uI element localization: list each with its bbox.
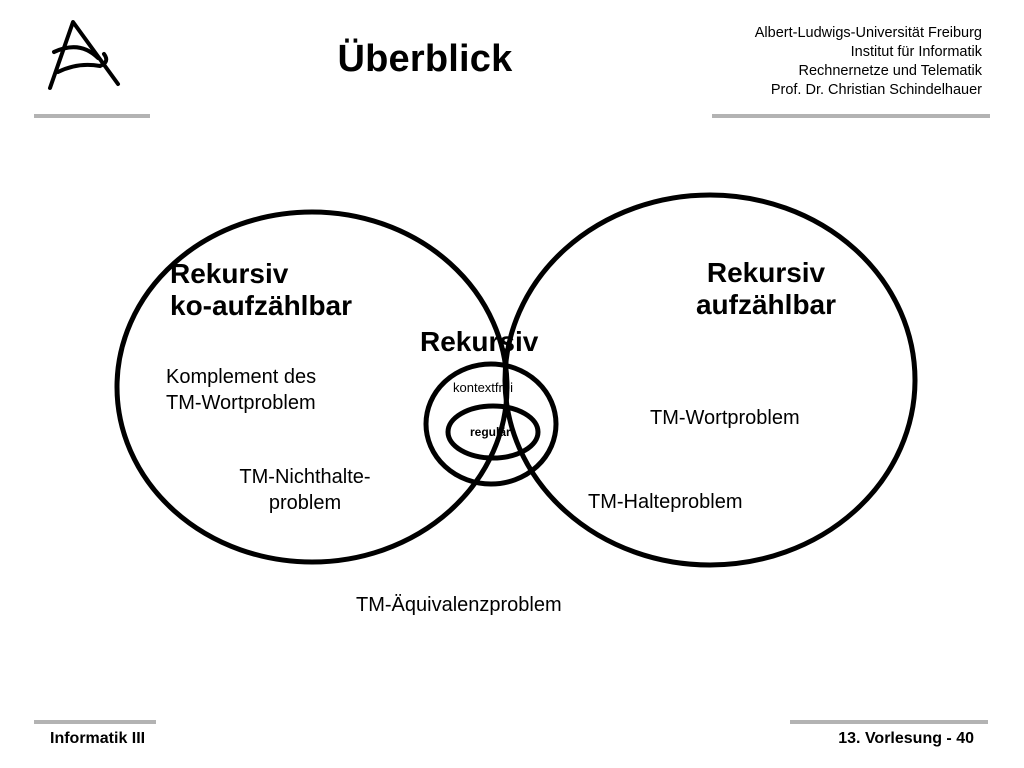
word-problem-label: TM-Wortproblem	[650, 407, 800, 429]
university-logo-icon	[48, 20, 120, 90]
left-set-title: Rekursiv ko-aufzählbar	[170, 258, 353, 321]
slide-number: 13. Vorlesung - 40	[838, 730, 974, 747]
right-set-ellipse	[502, 192, 918, 568]
footer-rule-right	[790, 720, 988, 724]
context-free-label: kontextfrei	[453, 380, 513, 395]
intersection-title: Rekursiv	[420, 326, 539, 357]
institution-line: Albert-Ludwigs-Universität Freiburg	[754, 25, 982, 41]
institution-line: Prof. Dr. Christian Schindelhauer	[770, 82, 982, 98]
right-set-title: Rekursiv aufzählbar	[695, 257, 837, 320]
institution-line: Institut für Informatik	[850, 44, 982, 60]
institution-info: Albert-Ludwigs-Universität Freiburg Inst…	[755, 24, 982, 100]
non-halting-problem-label: TM-Nichthalte- problem	[239, 466, 371, 514]
header-rule-left	[34, 114, 150, 118]
equivalence-problem-label: TM-Äquivalenzproblem	[356, 594, 562, 616]
regular-ellipse	[445, 403, 541, 461]
institution-line: Rechnernetze und Telematik	[798, 63, 982, 79]
regular-label: regulär	[470, 425, 511, 439]
page-title: Überblick	[337, 38, 513, 80]
halting-problem-label: TM-Halteproblem	[588, 491, 743, 513]
context-free-ellipse	[423, 361, 559, 487]
course-name: Informatik III	[50, 730, 146, 747]
complement-word-problem-label: Komplement des TM-Wortproblem	[166, 366, 317, 414]
footer-rule-left	[34, 720, 156, 724]
header-rule-right	[712, 114, 990, 118]
